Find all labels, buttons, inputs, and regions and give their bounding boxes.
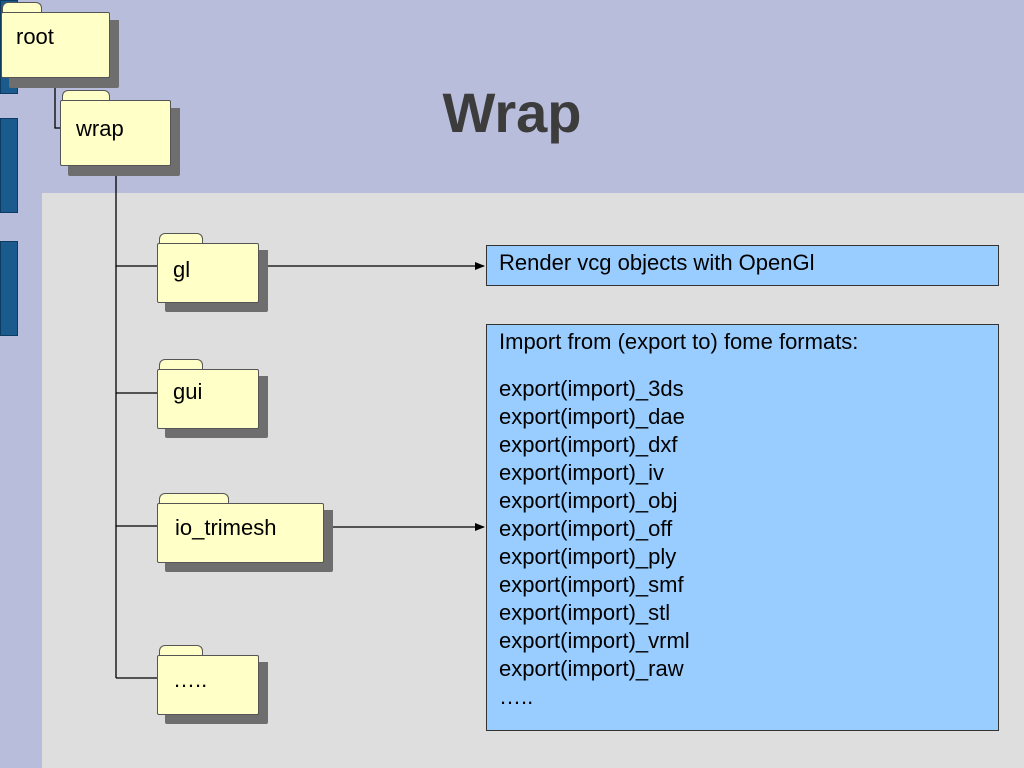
root-label: root — [16, 24, 54, 49]
root-to-wrap-line — [54, 78, 60, 129]
format-item: export(import)_off — [499, 516, 673, 541]
format-item: export(import)_dxf — [499, 432, 678, 457]
format-item: export(import)_smf — [499, 572, 684, 597]
format-item: export(import)_obj — [499, 488, 678, 513]
format-item: export(import)_stl — [499, 600, 671, 625]
gl-label: gl — [173, 257, 191, 282]
io-formats-header: Import from (export to) fome formats: — [499, 329, 859, 354]
gl-description-box: Render vcg objects with OpenGl — [486, 245, 999, 286]
io-trimesh-label: io_trimesh — [175, 515, 277, 540]
format-item: export(import)_raw — [499, 656, 684, 681]
more-label: ….. — [173, 667, 208, 692]
wrap-label: wrap — [76, 116, 124, 141]
format-item: export(import)_vrml — [499, 628, 690, 653]
io-formats-box: Import from (export to) fome formats: ex… — [486, 324, 999, 731]
gui-label: gui — [173, 379, 203, 404]
gl-description: Render vcg objects with OpenGl — [499, 250, 815, 275]
slide-title: Wrap — [442, 81, 582, 144]
format-item: export(import)_dae — [499, 404, 685, 429]
format-item: export(import)_3ds — [499, 376, 684, 401]
format-item: export(import)_ply — [499, 544, 677, 569]
accent-bar-2 — [0, 118, 18, 213]
format-item: export(import)_iv — [499, 460, 665, 485]
format-item: ….. — [499, 684, 534, 709]
accent-bar-3 — [0, 241, 18, 336]
